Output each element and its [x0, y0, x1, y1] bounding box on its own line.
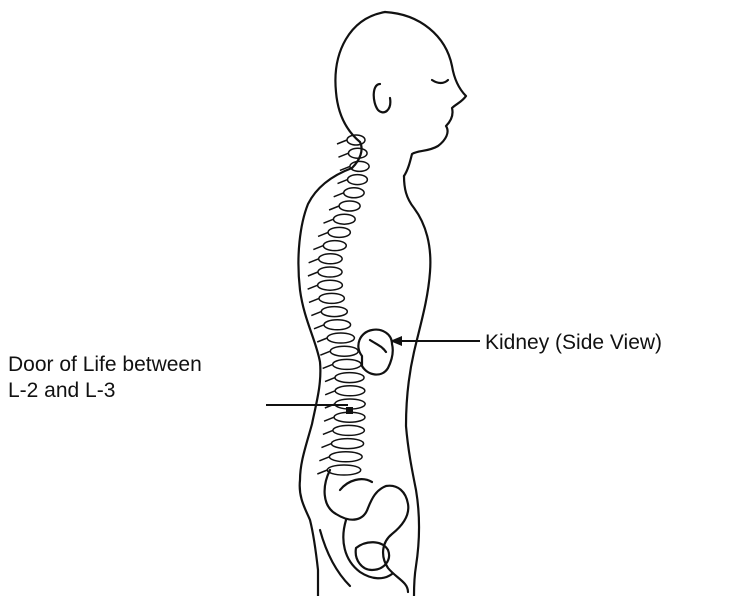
vertebra [344, 188, 364, 198]
vertebra [335, 373, 364, 383]
vertebra [347, 135, 365, 145]
vertebra [335, 386, 365, 396]
face-profile [385, 12, 466, 176]
vertebra-process [321, 444, 331, 448]
ear [374, 84, 391, 112]
vertebra-process [308, 285, 318, 289]
spine [308, 135, 370, 475]
kidney-label: Kidney (Side View) [485, 330, 662, 355]
vertebra [318, 267, 342, 277]
vertebra-process [319, 457, 329, 461]
vertebra [333, 359, 361, 369]
vertebra-process [337, 140, 347, 144]
vertebra-process [311, 312, 321, 316]
vertebra-process [334, 193, 344, 197]
vertebra-process [338, 153, 348, 157]
vertebra [328, 227, 350, 237]
door-of-life-label-line-1: Door of Life between [8, 352, 202, 377]
kidney [358, 330, 392, 375]
vertebra [319, 293, 344, 303]
vertebra [327, 333, 354, 343]
vertebra [348, 148, 367, 158]
vertebra [323, 241, 346, 251]
vertebra [318, 280, 343, 290]
eye [432, 80, 448, 83]
pelvis [325, 470, 409, 592]
vertebra [330, 346, 358, 356]
vertebra-process [324, 417, 334, 421]
kidney-detail [370, 340, 386, 352]
vertebra-process [309, 259, 319, 263]
vertebra [333, 214, 355, 224]
vertebra [329, 452, 362, 462]
vertebra-process [320, 351, 330, 355]
vertebra [319, 254, 343, 264]
vertebra-process [313, 246, 323, 250]
vertebra [321, 307, 347, 317]
vertebra-process [318, 232, 328, 236]
vertebra-process [317, 470, 327, 474]
vertebra-process [323, 430, 333, 434]
vertebra-process [308, 272, 318, 276]
door-of-life-marker [346, 407, 353, 414]
pelvis-lower [320, 530, 350, 586]
vertebra-process [323, 364, 333, 368]
door-of-life-label-line-2: L-2 and L-3 [8, 378, 115, 403]
vertebra-process [338, 180, 348, 184]
vertebra-process [317, 338, 327, 342]
vertebra [324, 320, 351, 330]
vertebra [333, 425, 365, 435]
vertebra [339, 201, 360, 211]
vertebra [331, 439, 363, 449]
vertebra-process [325, 378, 335, 382]
vertebra [327, 465, 360, 475]
vertebra-process [329, 206, 339, 210]
vertebra-process [323, 219, 333, 223]
vertebra [348, 175, 368, 185]
front-outline [404, 176, 430, 596]
vertebra-process [325, 391, 335, 395]
vertebra-process [314, 325, 324, 329]
vertebra-process [309, 298, 319, 302]
pelvis-inner [340, 479, 372, 490]
